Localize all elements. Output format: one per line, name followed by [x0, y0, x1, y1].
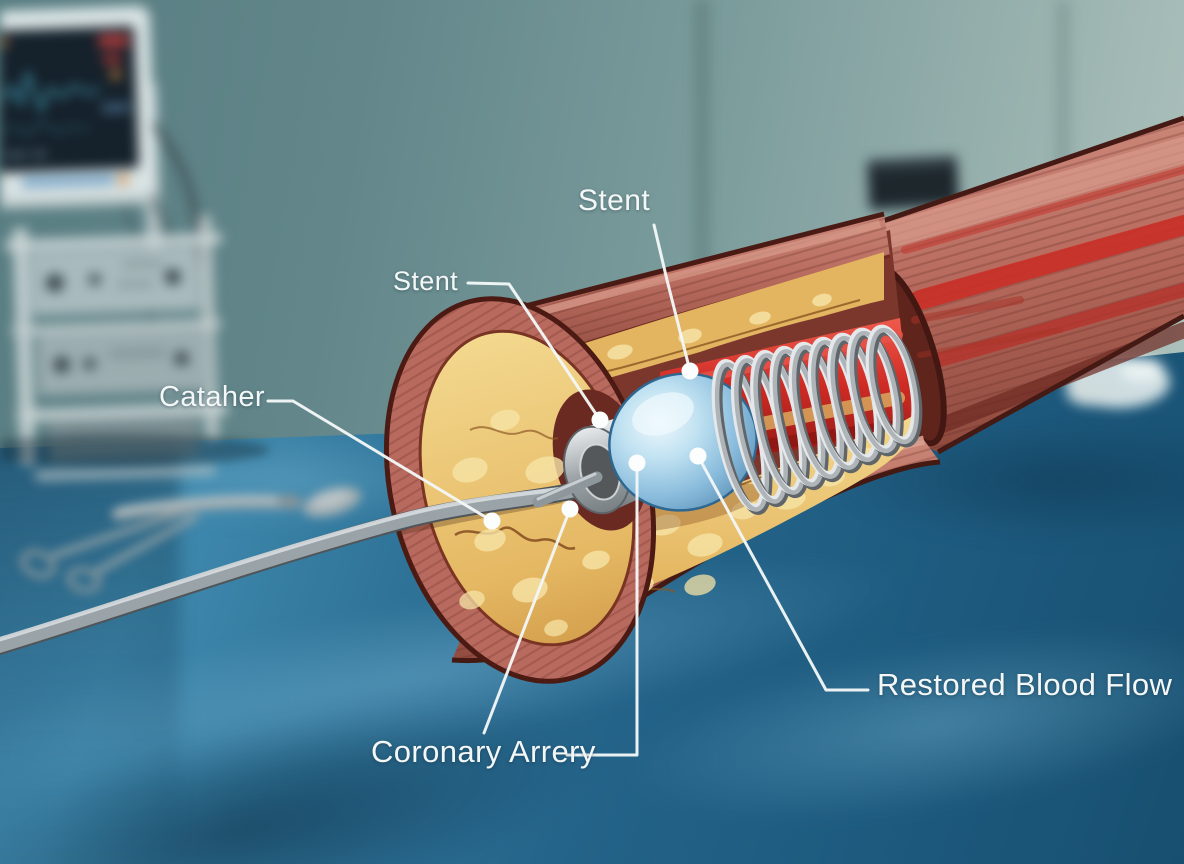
leader-dot	[681, 362, 699, 380]
stent-coil	[711, 324, 923, 516]
leader-dots	[483, 362, 707, 530]
artery-cut-face	[383, 296, 657, 684]
wall-seam	[694, 0, 710, 300]
guidewire-tip	[532, 471, 603, 508]
ecg-waveform	[1, 68, 101, 114]
clamp-instrument	[111, 495, 302, 521]
label-catheter: Cataher	[159, 381, 265, 413]
leader-dot	[561, 500, 579, 518]
wall-monitor	[867, 155, 960, 211]
leader-dot	[591, 411, 609, 429]
leader-dot	[483, 512, 501, 530]
label-coronary-artery: Coronary Arrery	[371, 734, 596, 769]
leader-line-catheter	[266, 399, 494, 523]
cart-shadow	[0, 434, 270, 466]
leader-line-stent-top	[652, 223, 692, 373]
equipment-cart	[5, 215, 228, 480]
label-restored-blood-flow: Restored Blood Flow	[877, 667, 1173, 702]
leader-dot	[689, 447, 707, 465]
balloon-highlight	[632, 392, 694, 436]
label-stent-top: Stent	[578, 184, 651, 217]
leader-line-restored-blood-flow	[696, 454, 870, 692]
leader-dot	[628, 454, 646, 472]
catheter-tube	[0, 477, 605, 656]
leader-lines	[266, 223, 870, 757]
leader-line-coronary-artery	[482, 507, 572, 735]
leader-line-balloon	[565, 461, 639, 757]
patient-monitor	[0, 5, 201, 328]
instrument-handle	[302, 487, 362, 517]
monitor-screen	[0, 26, 139, 173]
label-stent-left: Stent	[393, 266, 459, 296]
leader-line-stent-left	[466, 281, 602, 422]
